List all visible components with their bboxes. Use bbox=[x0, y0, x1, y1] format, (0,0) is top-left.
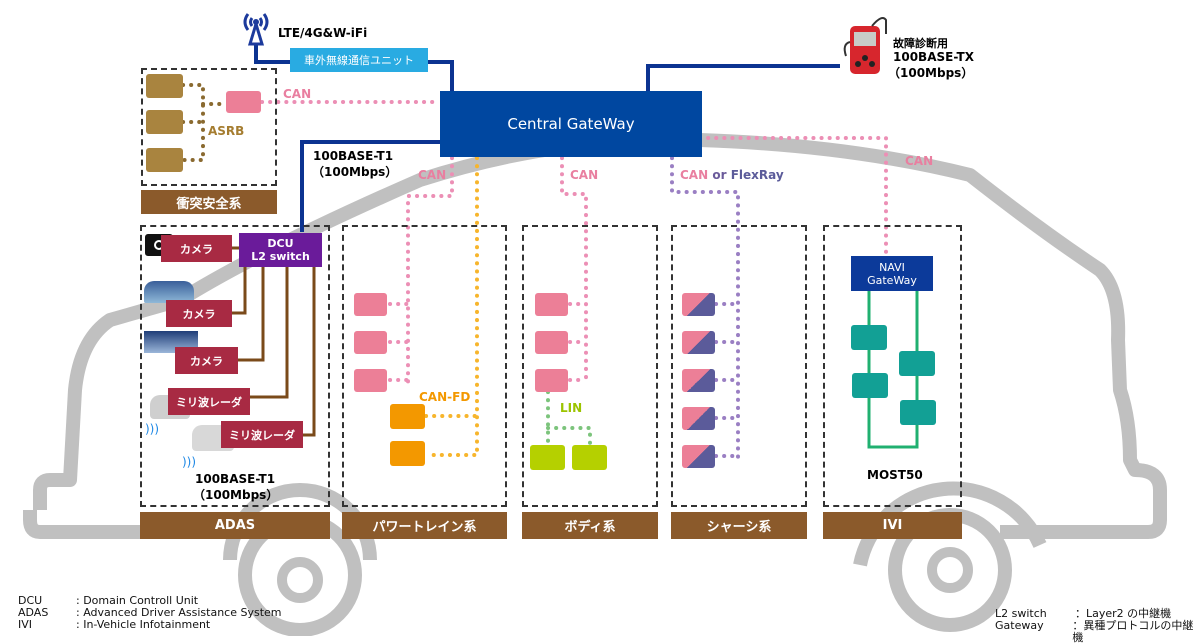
ivi-group bbox=[823, 225, 962, 507]
lin-label: LIN bbox=[560, 401, 583, 415]
t1-top-label-1: 100BASE-T1 bbox=[313, 149, 394, 163]
can-body bbox=[560, 156, 588, 387]
canfd-lines bbox=[424, 156, 479, 457]
adas-device-radar-2[interactable]: ミリ波レーダ bbox=[221, 421, 303, 448]
ivi-ecu-4[interactable] bbox=[900, 400, 936, 425]
powertrain-canfd-ecu-2[interactable] bbox=[390, 441, 425, 466]
diagnostic-tool-icon bbox=[842, 12, 888, 78]
camera-view-image-1 bbox=[144, 281, 194, 303]
chassis-ecu-5[interactable] bbox=[682, 445, 715, 468]
collision-safety-group bbox=[141, 68, 277, 186]
term-legend: L2 switch：Layer2 の中継機 Gateway：異種プロトコルの中継… bbox=[995, 608, 1200, 644]
flexray-word: FlexRay bbox=[730, 168, 784, 182]
can-bus-lines bbox=[260, 100, 888, 387]
flexray-lines bbox=[670, 156, 740, 462]
can-powertrain bbox=[406, 156, 454, 387]
adas-device-camera-3[interactable]: カメラ bbox=[175, 347, 238, 374]
ivi-ecu-1[interactable] bbox=[851, 325, 887, 350]
legend-row: L2 switch：Layer2 の中継機 bbox=[995, 607, 1172, 620]
radar-wave-icon-2: ))) bbox=[182, 455, 197, 469]
ethernet-backbone bbox=[254, 45, 840, 232]
chassis-ecu-2[interactable] bbox=[682, 331, 715, 354]
can-label-powertrain: CAN bbox=[418, 168, 447, 182]
rear-wheel-hub bbox=[927, 547, 973, 593]
body-ecu-3[interactable] bbox=[535, 369, 568, 392]
asrb-can-node[interactable] bbox=[226, 91, 261, 113]
powertrain-canfd-ecu-1[interactable] bbox=[390, 404, 425, 429]
central-gateway[interactable]: Central GateWay bbox=[440, 91, 702, 157]
chassis-band: シャーシ系 bbox=[671, 512, 807, 539]
can-label-collision: CAN bbox=[283, 87, 312, 101]
legend-row: DCU: Domain Controll Unit bbox=[18, 594, 199, 607]
body-ecu-1[interactable] bbox=[535, 293, 568, 316]
ivi-ecu-3[interactable] bbox=[899, 351, 935, 376]
radar-wave-icon-1: ))) bbox=[145, 422, 160, 436]
diagnostic-label-3: （100Mbps） bbox=[888, 66, 974, 80]
powertrain-ecu-2[interactable] bbox=[354, 331, 387, 354]
diagnostic-label-1: 故障診断用 bbox=[893, 37, 948, 50]
powertrain-band: パワートレイン系 bbox=[342, 512, 507, 539]
collision-safety-band: 衝突安全系 bbox=[141, 190, 277, 214]
powertrain-group bbox=[342, 225, 507, 507]
body-group bbox=[522, 225, 658, 507]
gateway-label: GateWay bbox=[867, 273, 917, 287]
antenna-label: LTE/4G&W-iFi bbox=[278, 26, 368, 40]
lin-lines bbox=[546, 390, 592, 449]
antenna-icon bbox=[240, 8, 272, 48]
adas-device-camera-2[interactable]: カメラ bbox=[166, 300, 232, 327]
l2-switch-label: L2 switch bbox=[251, 250, 310, 263]
can-label-ivi: CAN bbox=[905, 154, 934, 168]
navi-gateway[interactable]: NAVI GateWay bbox=[851, 256, 933, 291]
t1-bottom-label-2: （100Mbps） bbox=[193, 488, 279, 502]
body-lin-ecu-1[interactable] bbox=[530, 445, 565, 470]
legend-row: ADAS: Advanced Driver Assistance System bbox=[18, 606, 282, 619]
car-outline bbox=[23, 132, 1167, 539]
body-ecu-2[interactable] bbox=[535, 331, 568, 354]
can-fd-label: CAN-FD bbox=[419, 390, 471, 404]
body-band: ボディ系 bbox=[522, 512, 658, 539]
body-lin-ecu-2[interactable] bbox=[572, 445, 607, 470]
diag-link bbox=[646, 64, 840, 92]
ivi-ecu-2[interactable] bbox=[852, 373, 888, 398]
ivi-band: IVI bbox=[823, 512, 962, 539]
chassis-ecu-4[interactable] bbox=[682, 407, 715, 430]
adas-device-radar-1[interactable]: ミリ波レーダ bbox=[168, 388, 250, 415]
adas-device-camera-1[interactable]: カメラ bbox=[161, 235, 232, 262]
diagnostic-label-2: 100BASE-TX bbox=[893, 50, 974, 64]
asrb-ecu-3[interactable] bbox=[146, 148, 183, 172]
chassis-group bbox=[671, 225, 807, 507]
navi-label: NAVI bbox=[879, 260, 905, 274]
chassis-ecu-1[interactable] bbox=[682, 293, 715, 316]
adas-band: ADAS bbox=[140, 512, 330, 539]
can-label-body: CAN bbox=[570, 168, 599, 182]
t1-top-label-2: （100Mbps） bbox=[312, 165, 398, 179]
antenna-link bbox=[254, 45, 290, 64]
abbreviation-legend: DCU: Domain Controll Unit ADAS: Advanced… bbox=[18, 595, 282, 631]
legend-row: IVI: In-Vehicle Infotainment bbox=[18, 618, 211, 631]
adas-group bbox=[140, 225, 330, 507]
front-wheel-hub bbox=[277, 557, 323, 603]
asrb-ecu-2[interactable] bbox=[146, 110, 183, 134]
dcu-l2-switch[interactable]: DCU L2 switch bbox=[239, 233, 322, 267]
or-word: or bbox=[712, 168, 727, 182]
powertrain-ecu-3[interactable] bbox=[354, 369, 387, 392]
t1-bottom-label-1: 100BASE-T1 bbox=[195, 472, 276, 486]
legend-row: Gateway：異種プロトコルの中継機 bbox=[995, 619, 1194, 644]
can-flexray-label: CAN or FlexRay bbox=[680, 168, 784, 182]
most-label: MOST50 bbox=[867, 468, 923, 482]
powertrain-ecu-1[interactable] bbox=[354, 293, 387, 316]
adas-ethernet-lines bbox=[232, 246, 316, 437]
can-ivi bbox=[698, 136, 888, 260]
wireless-unit-link bbox=[428, 60, 454, 92]
dcu-label: DCU bbox=[267, 237, 294, 250]
dcu-uplink bbox=[300, 140, 442, 232]
asrb-ecu-1[interactable] bbox=[146, 74, 183, 98]
can-word: CAN bbox=[680, 168, 709, 182]
wireless-comm-unit[interactable]: 車外無線通信ユニット bbox=[290, 48, 428, 72]
asrb-lines bbox=[181, 83, 227, 162]
asrb-label: ASRB bbox=[208, 124, 245, 138]
chassis-ecu-3[interactable] bbox=[682, 369, 715, 392]
